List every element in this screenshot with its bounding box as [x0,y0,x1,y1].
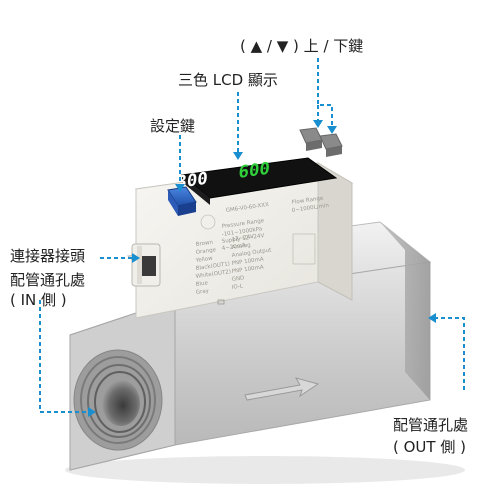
label-inlet-line2: ( IN 側 ) [10,291,67,309]
label-wire-3: Yellow [194,256,213,265]
label-pressure-line-2: Supply 12~24V [221,233,265,245]
label-set-key: 設定鍵 [150,117,196,135]
callout-inlet [39,300,90,413]
label-sticker [200,214,316,265]
label-wire-value-2: Analog [231,242,251,251]
label-flow-range: 0~1000L/min [291,203,329,214]
label-lcd-display: 三色 LCD 顯示 [178,71,278,89]
arrowhead-connector [132,253,140,263]
arrowhead-inlet [88,407,96,417]
label-connector: 連接器接頭 [10,247,86,265]
label-pressure-line-1: -101~1000kPa [221,226,262,238]
inlet-hole-thread-2 [87,364,151,438]
arrowhead-set [175,184,185,192]
label-wire-value-1: 12~24V [231,234,254,243]
ground-shadow [65,456,465,484]
label-outlet-line1: 配管通孔處 [393,416,469,434]
label-wire-6: Blue [195,280,208,288]
lcd-bezel-front [182,175,210,205]
arrowhead-updown-b [327,126,337,134]
label-pressure-line-3: 4~20mA [221,243,246,252]
label-wire-1: Brown [195,240,213,248]
label-inlet-line1: 配管通孔處 [10,271,86,289]
label-updown-keys: ( ▲ / ▼ ) 上 / 下鍵 [240,37,364,55]
connector-socket [142,256,156,276]
label-outlet: 配管通孔處 ( OUT 側 ) [393,414,468,458]
label-small-mark [217,299,225,305]
lcd-panel [180,157,338,199]
label-flow-title: Flow Range [291,196,324,206]
head-right-face [317,162,353,301]
label-wire-value-3: Analog Output [231,247,272,259]
label-wire-2: Orange [195,247,217,256]
label-pressure-title: Pressure Range [221,218,265,230]
label-wire-value-7: IO-L [231,283,244,291]
callout-lines [39,58,465,413]
arrowhead-updown-a [313,120,323,128]
label-wire-4: Black(OUT1) [195,261,230,272]
label-wire-value-5: PNP 100mA [231,265,264,275]
lcd-left-value: 300 [176,169,209,193]
label-inlet: 配管通孔處 ( IN 側 ) [10,270,85,310]
inlet-hole-thread-3 [94,371,146,433]
lcd-right-value: 600 [238,159,271,183]
flow-direction-arrow [244,377,320,401]
label-wire-value-4: PNP 100mA [231,257,264,267]
body-right-face [380,222,430,400]
label-wire-7: Gray [195,288,210,296]
arrowhead-outlet [428,313,436,323]
label-wire-value-6: GND [231,275,244,283]
label-outlet-line2: ( OUT 側 ) [393,438,466,456]
inlet-hole-inner [102,380,140,426]
callout-arrowheads [88,120,436,417]
callout-updown [317,58,333,128]
label-wire-5: White(OUT2) [195,269,231,280]
arrowhead-lcd [233,152,243,160]
inlet-hole-thread-1 [80,356,156,444]
callout-outlet [434,317,465,392]
